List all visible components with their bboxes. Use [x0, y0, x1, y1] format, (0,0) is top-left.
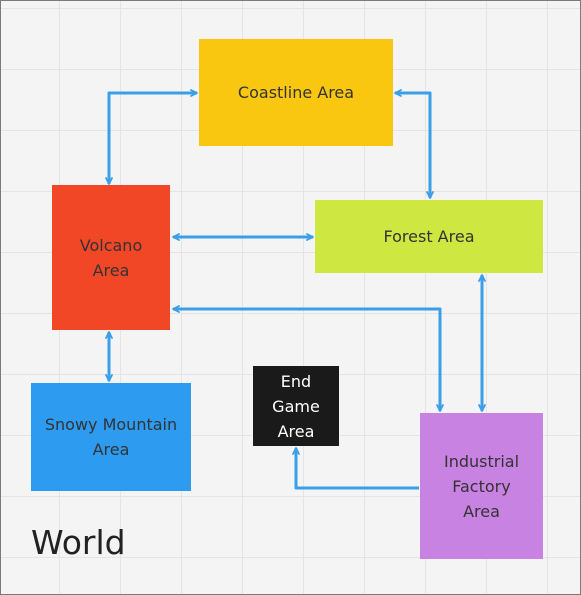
- volcano-area-label: Volcano Area: [79, 235, 143, 280]
- edge-industrial-endgame: [292, 447, 419, 490]
- forest-area-label: Forest Area: [383, 227, 475, 246]
- industrial-factory-area-node[interactable]: Industrial Factory Area: [420, 413, 543, 559]
- world-title: World: [31, 523, 126, 562]
- volcano-area-node[interactable]: Volcano Area: [52, 185, 170, 330]
- snowy-mountain-area-label: Snowy Mountain Area: [44, 415, 178, 459]
- snowy-mountain-area-node[interactable]: Snowy Mountain Area: [31, 383, 191, 491]
- edge-volcano-industrial: [172, 305, 444, 412]
- industrial-factory-area-label: Industrial Factory Area: [443, 451, 520, 521]
- end-game-area-label: End Game Area: [272, 371, 320, 441]
- edge-coastline-forest: [394, 89, 434, 199]
- edge-volcano-coastline: [105, 89, 198, 185]
- end-game-area-node[interactable]: End Game Area: [253, 366, 339, 446]
- forest-area-node[interactable]: Forest Area: [315, 200, 543, 273]
- coastline-area-node[interactable]: Coastline Area: [199, 39, 393, 146]
- coastline-area-label: Coastline Area: [237, 83, 355, 102]
